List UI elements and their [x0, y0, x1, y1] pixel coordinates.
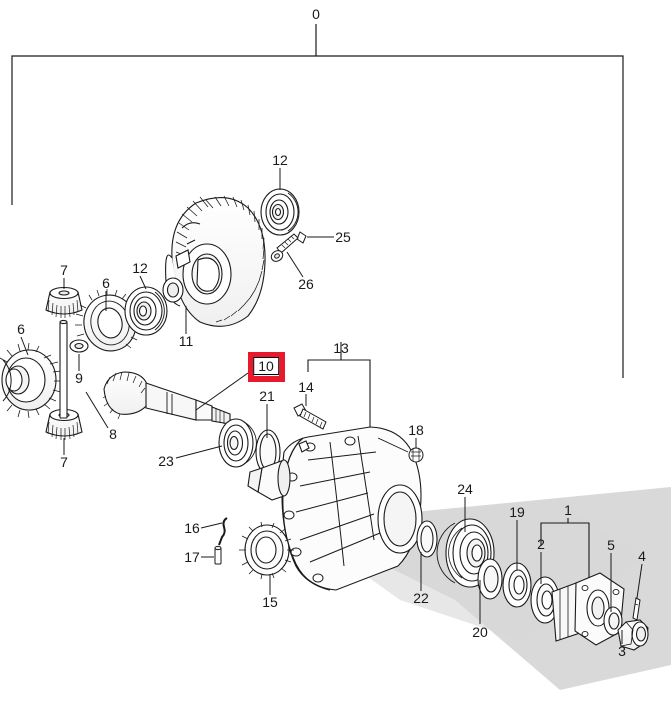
callout-label-2: 2	[537, 536, 545, 552]
sub-bracket-1	[540, 518, 590, 588]
part-15-adjuster-nut	[239, 521, 294, 580]
callout-label-7-upper: 7	[60, 262, 68, 278]
part-23-pinion-bearing-rear	[218, 418, 257, 468]
part-7-pinion-gear-lower	[45, 408, 83, 440]
callout-label-1: 1	[564, 502, 572, 518]
callout-label-23: 23	[158, 453, 174, 469]
callout-label-12-upper: 12	[272, 152, 288, 168]
part-12-bearing-right	[260, 188, 300, 236]
callout-label-11: 11	[178, 333, 194, 349]
part-3-pinion-nut	[617, 619, 649, 651]
callout-label-17: 17	[184, 549, 200, 565]
part-21-shim-ring	[255, 429, 281, 475]
callout-label-0: 0	[312, 6, 320, 22]
part-26-bolt-washer	[270, 250, 284, 262]
callout-label-26: 26	[298, 276, 314, 292]
callout-label-6-left: 6	[17, 321, 25, 337]
callout-label-10: 10	[253, 357, 279, 375]
callout-label-21: 21	[259, 388, 275, 404]
highlight-box-part-10	[248, 352, 285, 382]
callout-label-9: 9	[75, 370, 83, 386]
part-17-roll-pin	[214, 545, 222, 565]
part-2-pinion-oil-seal	[530, 576, 560, 624]
part-13-carrier-housing	[247, 426, 423, 591]
part-9-thrust-washer	[69, 339, 89, 353]
part-19-oil-slinger	[502, 562, 532, 608]
callout-label-12-left: 12	[132, 260, 148, 276]
part-5-flange-washer	[603, 606, 623, 636]
callout-label-7-lower: 7	[60, 454, 68, 470]
part-18-breather-plug	[377, 437, 424, 463]
part-22-oil-seal	[416, 520, 438, 558]
sub-bracket-13	[307, 342, 371, 428]
part-10-drive-pinion	[102, 371, 231, 425]
callout-label-18: 18	[408, 422, 424, 438]
part-6-side-gear-right	[75, 289, 143, 352]
callout-label-6-upper: 6	[102, 275, 110, 291]
callout-label-25: 25	[335, 229, 351, 245]
callout-label-19: 19	[509, 504, 525, 520]
callout-label-24: 24	[457, 481, 473, 497]
part-12-bearing-left	[124, 286, 168, 336]
leader-lines	[20, 168, 643, 644]
part-14-carrier-bolt	[293, 403, 327, 430]
callout-label-14: 14	[298, 379, 314, 395]
callout-label-3: 3	[618, 643, 626, 659]
part-11-differential-case-ring-gear	[162, 195, 266, 327]
callout-label-20: 20	[472, 624, 488, 640]
callout-label-22: 22	[413, 590, 429, 606]
callout-label-4: 4	[638, 548, 646, 564]
part-6-side-gear-left	[0, 342, 62, 419]
part-20-collapsible-spacer	[477, 558, 503, 600]
part-16-retainer-clip	[218, 517, 228, 546]
callout-label-8: 8	[109, 426, 117, 442]
callout-label-13: 13	[333, 340, 349, 356]
callout-label-15: 15	[262, 594, 278, 610]
part-7-pinion-gear-upper	[45, 286, 83, 318]
callout-label-5: 5	[607, 537, 615, 553]
assembly-bracket-0	[11, 24, 624, 378]
callout-label-16: 16	[184, 520, 200, 536]
part-8-cross-pin-shaft	[59, 319, 68, 419]
part-25-bolt-body	[276, 231, 307, 254]
